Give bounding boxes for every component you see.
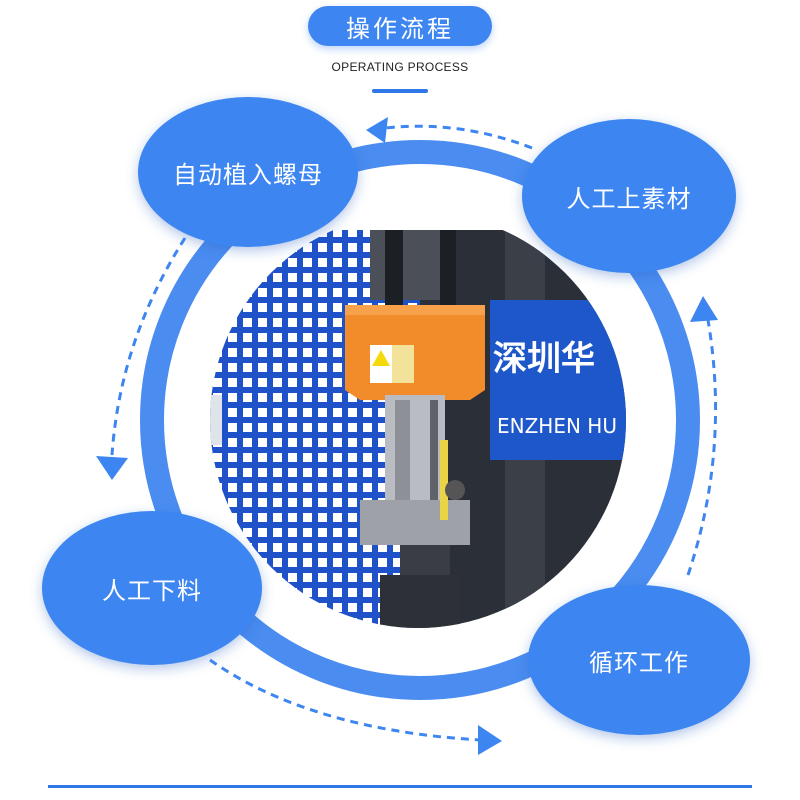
- page-subtitle: OPERATING PROCESS: [331, 60, 469, 74]
- step-bubble-unload: [42, 511, 262, 665]
- step-label: 自动植入螺母: [173, 160, 323, 189]
- dashed-path-left: [110, 237, 187, 456]
- dashed-path-top: [384, 124, 533, 150]
- brand-cn: 深圳华: [493, 339, 595, 379]
- machine-photo: 深圳华 ENZHEN HU: [210, 212, 626, 628]
- dashed-path-right: [686, 319, 718, 576]
- bottom-divider: [48, 785, 752, 788]
- orange-housing: [345, 305, 485, 400]
- step-label: 人工上素材: [566, 184, 692, 213]
- step-bubble-auto-nut: [138, 97, 358, 247]
- step-label: 循环工作: [589, 648, 689, 677]
- arrow-head-up-icon: [690, 296, 718, 322]
- dashed-path-bottom: [209, 658, 481, 742]
- step-bubble-load-material: [522, 119, 736, 273]
- title-underline: [372, 89, 428, 93]
- title-pill: 操作流程: [308, 6, 492, 46]
- step-bubble-cycle: [528, 585, 750, 735]
- process-ring: [140, 140, 700, 700]
- arrow-head-down-icon: [96, 456, 128, 480]
- page-title: 操作流程: [346, 14, 454, 43]
- arrow-head-right-icon: [478, 725, 502, 755]
- brand-en: ENZHEN HU: [497, 414, 617, 438]
- step-label: 人工下料: [102, 576, 202, 605]
- brand-plate: [490, 300, 626, 460]
- arrow-head-left-icon: [366, 117, 388, 143]
